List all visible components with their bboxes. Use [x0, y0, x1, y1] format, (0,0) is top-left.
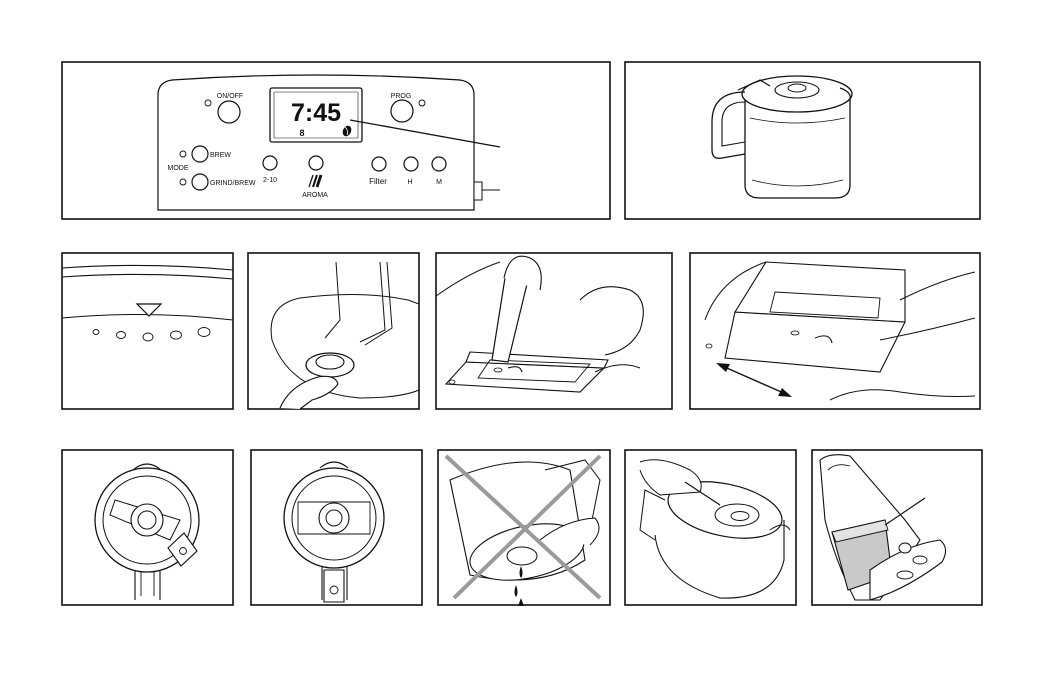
cups-label: 2-10	[263, 177, 277, 184]
grind-brew-indicator	[180, 179, 186, 185]
pour-carafe-figure	[625, 450, 796, 605]
hour-label: H	[407, 179, 412, 186]
press-button-figure	[436, 253, 672, 409]
carafe-figure	[625, 62, 980, 219]
cups-button[interactable]	[263, 156, 277, 170]
on-off-indicator	[205, 100, 211, 106]
brew-label: BREW	[210, 152, 231, 159]
grind-brew-label: GRIND/BREW	[210, 180, 256, 187]
display-cups: 8	[299, 128, 304, 138]
control-panel-figure: 7:45 8 ON/OFF PROG MODE BREW GRIND/BREW …	[62, 62, 610, 219]
on-off-label: ON/OFF	[217, 93, 243, 100]
lid-open-figure	[62, 450, 233, 605]
filter-button[interactable]	[372, 157, 386, 171]
brew-button[interactable]	[192, 146, 208, 162]
display-time: 7:45	[291, 99, 341, 127]
mode-label: MODE	[168, 165, 189, 172]
minute-label: M	[436, 179, 442, 186]
filter-label: Filter	[369, 177, 387, 186]
aroma-button[interactable]	[309, 156, 323, 170]
brew-indicator	[180, 151, 186, 157]
lid-closed-figure	[251, 450, 422, 605]
prog-button[interactable]	[391, 100, 413, 122]
prog-indicator	[419, 100, 425, 106]
aroma-label: AROMA	[302, 192, 328, 199]
grind-brew-button[interactable]	[192, 174, 208, 190]
filter-holder-figure	[248, 253, 419, 409]
prog-label: PROG	[391, 93, 412, 100]
lcd-display: 7:45 8	[270, 88, 362, 142]
fill-level-figure	[62, 253, 233, 409]
slide-tray-figure	[690, 253, 980, 409]
do-not-tilt-figure	[438, 450, 610, 606]
hour-button[interactable]	[404, 157, 418, 171]
on-off-button[interactable]	[218, 101, 240, 123]
minute-button[interactable]	[432, 157, 446, 171]
water-tank-figure	[812, 450, 982, 605]
